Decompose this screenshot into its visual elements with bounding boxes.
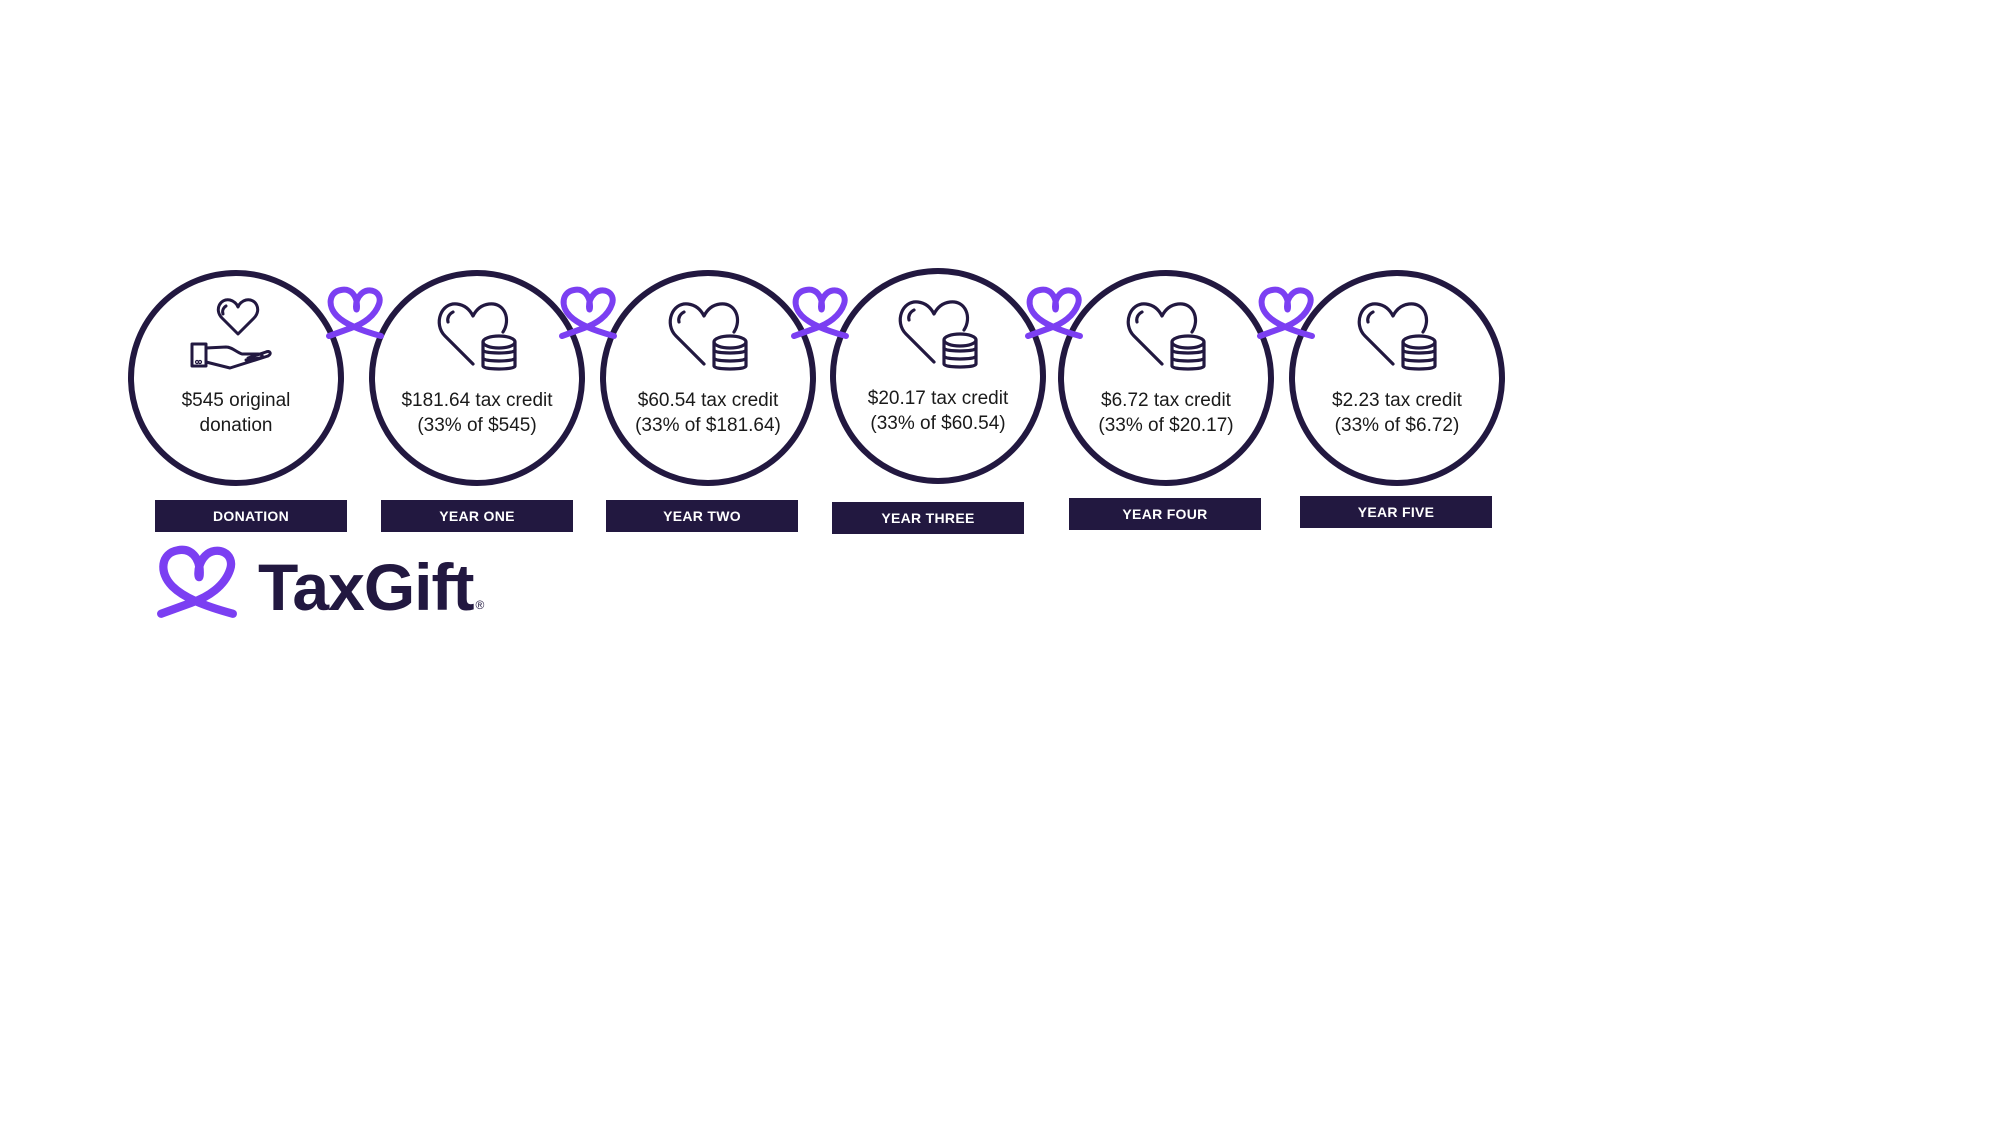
step-detail: (33% of $6.72) bbox=[1334, 415, 1460, 436]
step-year-two: $60.54 tax credit (33% of $181.64) bbox=[600, 270, 816, 486]
step-year-one: $181.64 tax credit (33% of $545) bbox=[369, 270, 585, 486]
step-detail: donation bbox=[199, 415, 273, 436]
taxgift-logo: TaxGift ® bbox=[152, 542, 484, 622]
taxgift-heart-logo-icon bbox=[152, 542, 242, 622]
step-label-donation: DONATION bbox=[155, 500, 347, 532]
ribbon-heart-icon bbox=[1022, 284, 1086, 342]
heart-coins-icon bbox=[658, 292, 758, 376]
logo-wordmark: TaxGift bbox=[258, 550, 474, 624]
step-detail: (33% of $545) bbox=[417, 415, 537, 436]
step-detail: (33% of $181.64) bbox=[635, 415, 781, 436]
ribbon-heart-icon bbox=[1254, 284, 1318, 342]
heart-coins-icon bbox=[427, 292, 527, 376]
step-detail: (33% of $20.17) bbox=[1098, 415, 1234, 436]
step-circle bbox=[600, 270, 816, 486]
heart-coins-icon bbox=[1347, 292, 1447, 376]
step-label-year-four: YEAR FOUR bbox=[1069, 498, 1261, 530]
step-label-year-two: YEAR TWO bbox=[606, 500, 798, 532]
step-year-five: $2.23 tax credit (33% of $6.72) bbox=[1289, 270, 1505, 486]
step-amount: $6.72 tax credit bbox=[1101, 390, 1231, 411]
step-detail: (33% of $60.54) bbox=[870, 413, 1006, 434]
ribbon-heart-icon bbox=[556, 284, 620, 342]
step-amount: $181.64 tax credit bbox=[401, 390, 553, 411]
step-year-four: $6.72 tax credit (33% of $20.17) bbox=[1058, 270, 1274, 486]
step-circle bbox=[1058, 270, 1274, 486]
step-donation: $545 original donation bbox=[128, 270, 344, 486]
registered-mark: ® bbox=[475, 598, 485, 612]
step-year-three: $20.17 tax credit (33% of $60.54) bbox=[830, 268, 1046, 484]
step-label-year-one: YEAR ONE bbox=[381, 500, 573, 532]
step-label-year-three: YEAR THREE bbox=[832, 502, 1024, 534]
step-amount: $60.54 tax credit bbox=[637, 390, 779, 411]
heart-coins-icon bbox=[1116, 292, 1216, 376]
heart-in-hand-icon bbox=[186, 292, 286, 376]
step-amount: $20.17 tax credit bbox=[867, 388, 1009, 409]
step-circle bbox=[830, 268, 1046, 484]
heart-coins-icon bbox=[888, 290, 988, 374]
ribbon-heart-icon bbox=[788, 284, 852, 342]
step-label-year-five: YEAR FIVE bbox=[1300, 496, 1492, 528]
step-amount: $2.23 tax credit bbox=[1332, 390, 1462, 411]
step-amount: $545 original bbox=[181, 390, 291, 411]
step-circle bbox=[1289, 270, 1505, 486]
step-circle bbox=[369, 270, 585, 486]
ribbon-heart-icon bbox=[323, 284, 387, 342]
